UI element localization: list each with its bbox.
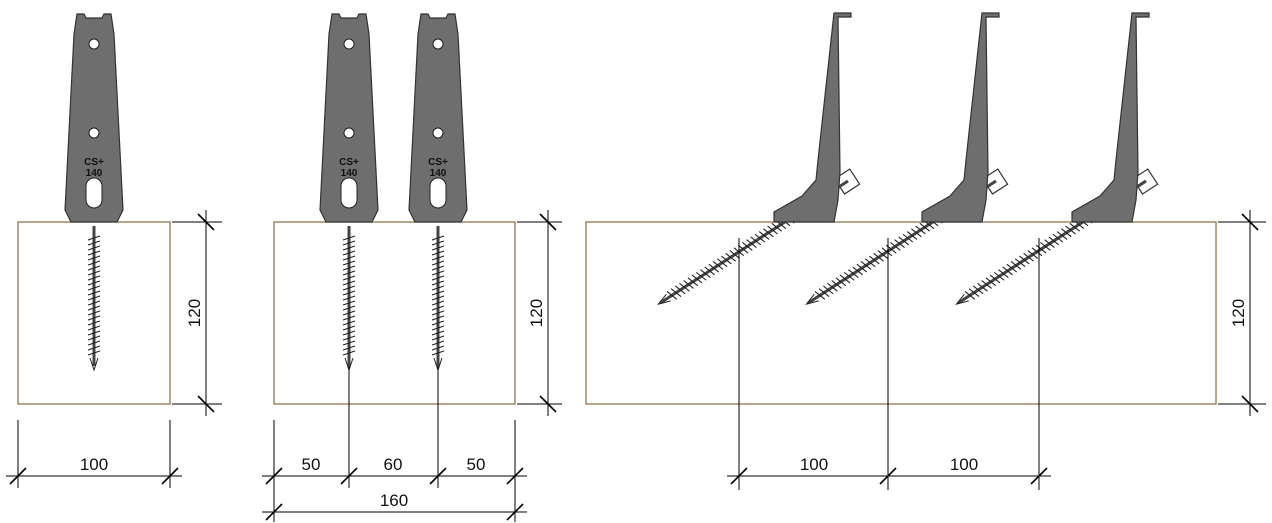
width-dimension: 100 <box>6 420 182 488</box>
edge-left-value: 50 <box>302 455 321 474</box>
timber-beam <box>585 221 1217 405</box>
spacing-2-value: 100 <box>950 455 978 474</box>
spacing-value: 60 <box>384 455 403 474</box>
bracket-size-label: 140 <box>430 168 447 179</box>
depth-dimension: 120 <box>1218 210 1266 416</box>
angled-assembly <box>657 12 861 305</box>
total-value: 160 <box>380 491 408 510</box>
vertical-screw <box>87 226 101 372</box>
bracket-model-label: CS+ <box>339 157 359 168</box>
bracket-side-view <box>921 12 1000 223</box>
angled-screw <box>955 168 1159 305</box>
angled-spacing-dimension: 100 100 <box>727 455 1051 485</box>
edge-right-value: 50 <box>467 455 486 474</box>
bracket-model-label: CS+ <box>428 157 448 168</box>
bracket-size-label: 140 <box>86 168 103 179</box>
bracket: CS+ 140 <box>319 13 379 223</box>
bracket: CS+ 140 <box>64 13 124 223</box>
depth-value: 120 <box>185 299 204 327</box>
view-double-bracket: CS+ 140 CS+ 140 120 <box>262 13 562 522</box>
view-single-bracket: CS+ 140 120 100 <box>6 13 222 488</box>
total-dimension: 160 <box>262 491 527 521</box>
bracket-side-view <box>1071 12 1150 223</box>
angled-assembly <box>955 12 1159 305</box>
bracket-side-view <box>773 12 852 223</box>
spacing-dimension: 50 60 50 <box>262 420 527 522</box>
bracket-model-label: CS+ <box>84 157 104 168</box>
width-value: 100 <box>80 455 108 474</box>
bracket: CS+ 140 <box>408 13 468 223</box>
bracket-size-label: 140 <box>341 168 358 179</box>
depth-dimension: 120 <box>172 210 222 416</box>
angled-assembly <box>805 12 1009 305</box>
timber-beam <box>273 221 516 405</box>
depth-dimension: 120 <box>517 210 562 416</box>
vertical-screw <box>342 226 356 372</box>
depth-value: 120 <box>527 299 546 327</box>
view-angled-screws: 120 100 100 <box>585 12 1266 490</box>
spacing-1-value: 100 <box>800 455 828 474</box>
depth-value: 120 <box>1229 299 1248 327</box>
